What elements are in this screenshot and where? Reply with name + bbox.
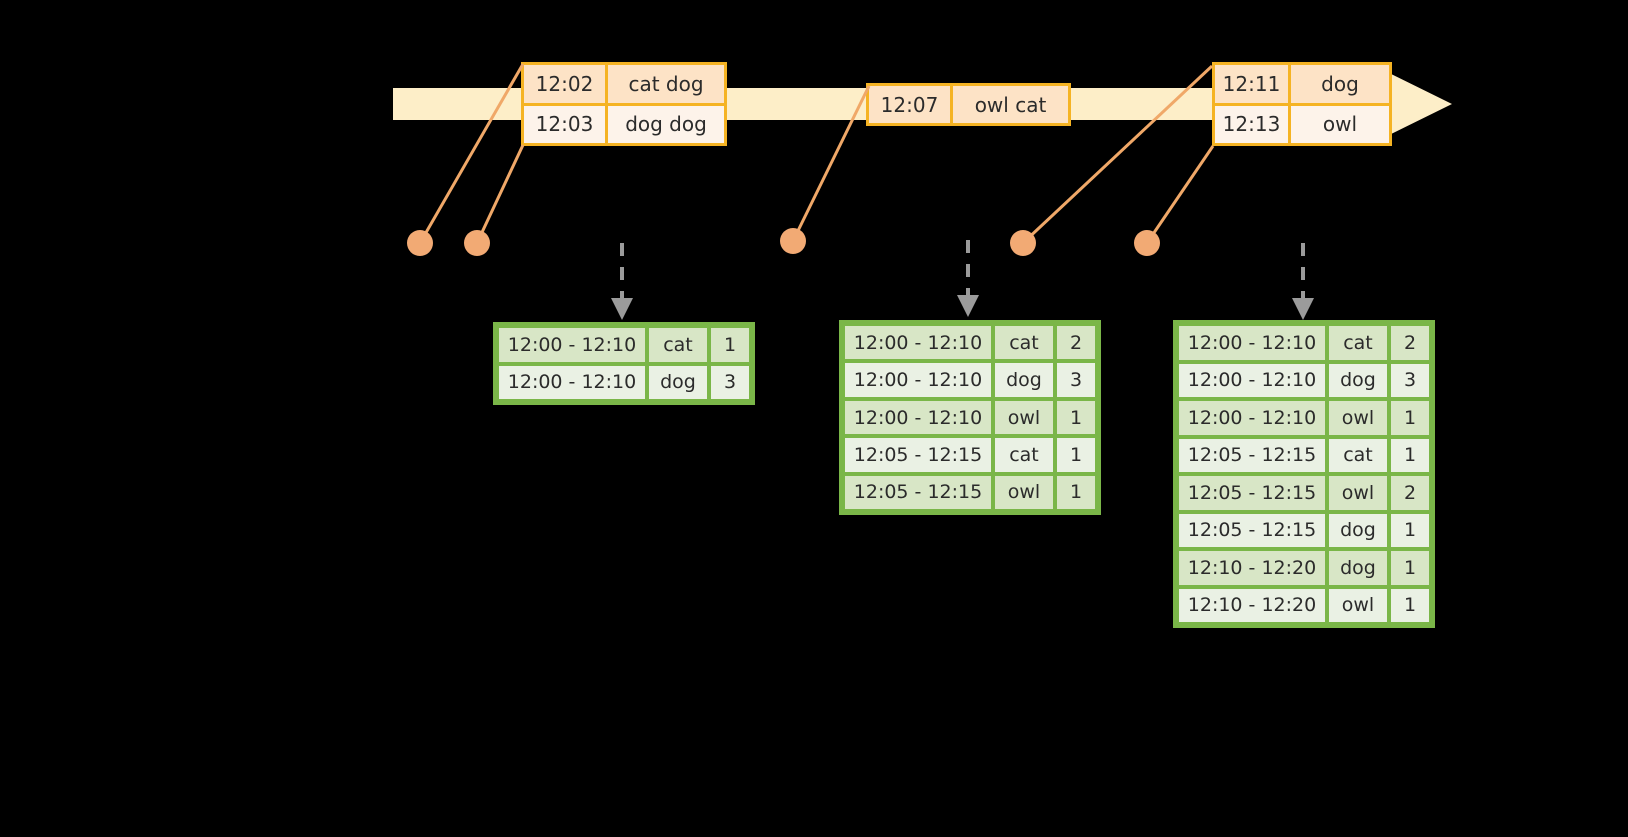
window-cell: 12:00 - 12:10 bbox=[843, 398, 993, 437]
count-cell: 1 bbox=[1389, 586, 1431, 624]
result-table-1[interactable]: 12:00 - 12:10 cat 1 12:00 - 12:10 dog 3 bbox=[493, 322, 755, 405]
window-cell: 12:00 - 12:10 bbox=[1177, 324, 1327, 362]
table-row: 12:00 - 12:10 owl 1 bbox=[843, 398, 1097, 437]
event-time: 12:03 bbox=[524, 105, 608, 143]
key-cell: cat bbox=[993, 324, 1055, 362]
event-words: dog bbox=[1291, 65, 1389, 103]
table-row: 12:00 - 12:10 dog 3 bbox=[1177, 361, 1431, 399]
table-row: 12:00 - 12:10 owl 1 bbox=[1177, 399, 1431, 437]
result-table-2[interactable]: 12:00 - 12:10 cat 2 12:00 - 12:10 dog 3 … bbox=[839, 320, 1101, 515]
window-cell: 12:10 - 12:20 bbox=[1177, 549, 1327, 587]
table-row: 12:10 - 12:20 dog 1 bbox=[1177, 549, 1431, 587]
window-cell: 12:00 - 12:10 bbox=[1177, 361, 1327, 399]
event-box-2[interactable]: 12:07 owl cat bbox=[866, 83, 1071, 126]
count-cell: 2 bbox=[1055, 324, 1097, 362]
window-cell: 12:00 - 12:10 bbox=[1177, 399, 1327, 437]
count-cell: 1 bbox=[1389, 399, 1431, 437]
table-row: 12:05 - 12:15 dog 1 bbox=[1177, 511, 1431, 549]
count-cell: 2 bbox=[1389, 474, 1431, 512]
count-cell: 1 bbox=[1389, 436, 1431, 474]
table-row: 12:05 - 12:15 cat 1 bbox=[843, 436, 1097, 474]
dashed-arrow-head bbox=[611, 298, 633, 320]
record-dot[interactable] bbox=[407, 230, 433, 256]
count-cell: 1 bbox=[1389, 549, 1431, 587]
key-cell: cat bbox=[993, 436, 1055, 474]
event-time: 12:02 bbox=[524, 65, 608, 103]
table-row: 12:00 - 12:10 dog 3 bbox=[843, 361, 1097, 399]
window-cell: 12:00 - 12:10 bbox=[497, 363, 647, 401]
count-cell: 1 bbox=[1055, 398, 1097, 437]
table-row: 12:00 - 12:10 cat 1 bbox=[497, 326, 751, 364]
key-cell: dog bbox=[1327, 511, 1389, 549]
key-cell: cat bbox=[647, 326, 709, 364]
record-dot[interactable] bbox=[1134, 230, 1160, 256]
event-box-3[interactable]: 12:11 dog 12:13 owl bbox=[1212, 62, 1392, 146]
record-dot[interactable] bbox=[780, 228, 806, 254]
window-cell: 12:00 - 12:10 bbox=[497, 326, 647, 364]
result-table-3[interactable]: 12:00 - 12:10 cat 2 12:00 - 12:10 dog 3 … bbox=[1173, 320, 1435, 628]
count-cell: 1 bbox=[709, 326, 751, 364]
key-cell: dog bbox=[1327, 361, 1389, 399]
record-dot[interactable] bbox=[1010, 230, 1036, 256]
table-row: 12:00 - 12:10 cat 2 bbox=[843, 324, 1097, 362]
key-cell: owl bbox=[1327, 399, 1389, 437]
table-row: 12:10 - 12:20 owl 1 bbox=[1177, 586, 1431, 624]
count-cell: 2 bbox=[1389, 324, 1431, 362]
table-row: 12:05 - 12:15 owl 1 bbox=[843, 473, 1097, 512]
event-words: dog dog bbox=[608, 105, 724, 143]
window-cell: 12:05 - 12:15 bbox=[1177, 511, 1327, 549]
dashed-arrow-head bbox=[957, 295, 979, 317]
window-cell: 12:05 - 12:15 bbox=[1177, 474, 1327, 512]
event-words: owl cat bbox=[953, 86, 1068, 123]
key-cell: owl bbox=[1327, 586, 1389, 624]
record-dot-group bbox=[407, 228, 1160, 256]
count-cell: 3 bbox=[709, 363, 751, 401]
connector-line bbox=[1145, 145, 1215, 244]
window-cell: 12:10 - 12:20 bbox=[1177, 586, 1327, 624]
event-row: 12:03 dog dog bbox=[524, 102, 724, 143]
connector-line bbox=[475, 144, 525, 244]
event-time: 12:07 bbox=[869, 86, 953, 123]
event-row: 12:02 cat dog bbox=[524, 65, 724, 103]
window-cell: 12:05 - 12:15 bbox=[843, 436, 993, 474]
window-cell: 12:05 - 12:15 bbox=[1177, 436, 1327, 474]
count-cell: 3 bbox=[1389, 361, 1431, 399]
event-time: 12:13 bbox=[1215, 105, 1291, 143]
key-cell: owl bbox=[993, 473, 1055, 512]
count-cell: 3 bbox=[1055, 361, 1097, 399]
key-cell: cat bbox=[1327, 436, 1389, 474]
table-row: 12:00 - 12:10 cat 2 bbox=[1177, 324, 1431, 362]
key-cell: dog bbox=[993, 361, 1055, 399]
event-time: 12:11 bbox=[1215, 65, 1291, 103]
key-cell: cat bbox=[1327, 324, 1389, 362]
window-cell: 12:00 - 12:10 bbox=[843, 361, 993, 399]
key-cell: owl bbox=[993, 398, 1055, 437]
event-row: 12:13 owl bbox=[1215, 102, 1389, 143]
window-cell: 12:05 - 12:15 bbox=[843, 473, 993, 512]
event-words: owl bbox=[1291, 105, 1389, 143]
key-cell: owl bbox=[1327, 474, 1389, 512]
event-box-1[interactable]: 12:02 cat dog 12:03 dog dog bbox=[521, 62, 727, 146]
window-cell: 12:00 - 12:10 bbox=[843, 324, 993, 362]
event-row: 12:07 owl cat bbox=[869, 86, 1068, 123]
record-dot[interactable] bbox=[464, 230, 490, 256]
table-row: 12:05 - 12:15 cat 1 bbox=[1177, 436, 1431, 474]
table-row: 12:00 - 12:10 dog 3 bbox=[497, 363, 751, 401]
dashed-arrow-head bbox=[1292, 298, 1314, 320]
table-row: 12:05 - 12:15 owl 2 bbox=[1177, 474, 1431, 512]
count-cell: 1 bbox=[1055, 436, 1097, 474]
event-row: 12:11 dog bbox=[1215, 65, 1389, 103]
key-cell: dog bbox=[1327, 549, 1389, 587]
count-cell: 1 bbox=[1389, 511, 1431, 549]
count-cell: 1 bbox=[1055, 473, 1097, 512]
key-cell: dog bbox=[647, 363, 709, 401]
event-words: cat dog bbox=[608, 65, 724, 103]
